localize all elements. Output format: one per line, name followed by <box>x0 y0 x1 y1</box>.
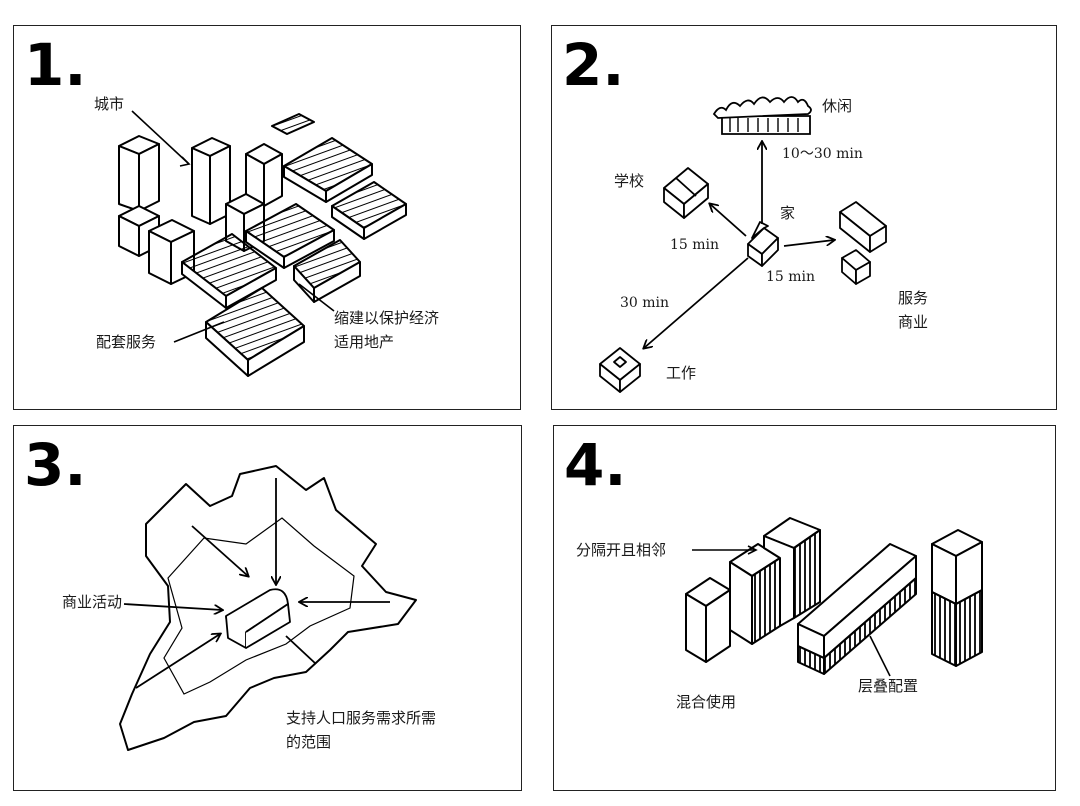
catchment-boundary <box>120 466 416 750</box>
label-leisure: 休闲 <box>822 97 853 115</box>
infill-top-right <box>272 114 372 202</box>
panel-4-sketch <box>554 426 1057 792</box>
label-separated-adjacent: 分隔开且相邻 <box>576 541 667 559</box>
leader-city <box>132 111 189 164</box>
label-work: 工作 <box>666 364 697 382</box>
label-service-line2: 商业 <box>898 313 929 331</box>
panel-1-number: 1. <box>24 31 87 99</box>
panel-1-sketch <box>14 26 522 411</box>
label-service-time: 15 min <box>766 269 816 285</box>
panel-4-number: 4. <box>564 431 627 499</box>
label-infill-line1: 缩建以保护经济 <box>334 309 440 327</box>
arrow-from-west <box>124 604 222 610</box>
stacked-slab <box>798 544 916 674</box>
stacked-tower <box>932 530 982 666</box>
tree-row-icon <box>714 97 811 134</box>
leader-range <box>286 636 316 664</box>
arrow-to-work <box>644 258 748 348</box>
label-infill-line2: 适用地产 <box>334 333 395 351</box>
mixed-block-left <box>686 578 730 662</box>
label-school: 学校 <box>614 172 645 190</box>
office-icon <box>600 348 640 392</box>
panel-2-home-radius: 2. <box>551 25 1057 410</box>
label-commercial-activity: 商业活动 <box>62 593 123 611</box>
label-mixed-use: 混合使用 <box>676 693 737 711</box>
arrow-to-services <box>784 240 834 246</box>
label-range-line2: 的范围 <box>286 733 332 751</box>
arrow-from-northwest <box>192 526 248 576</box>
house-icon <box>748 222 778 266</box>
adjacent-blocks <box>730 518 820 644</box>
leader-stacked <box>870 636 890 676</box>
arrow-to-school <box>710 204 746 236</box>
panel-4-mixed-use: 4. <box>553 425 1056 791</box>
tower-left <box>119 136 159 211</box>
label-leisure-time: 10～30 min <box>782 146 863 162</box>
panel-3-sketch <box>14 426 523 792</box>
label-home: 家 <box>780 204 796 222</box>
label-service-line1: 服务 <box>898 289 929 307</box>
label-school-time: 15 min <box>670 237 720 253</box>
arrow-from-southwest <box>136 634 220 688</box>
label-stacked: 层叠配置 <box>858 677 919 695</box>
shop-buildings-icon <box>840 202 886 284</box>
label-city: 城市 <box>94 95 125 113</box>
label-support-services: 配套服务 <box>96 333 157 351</box>
panel-2-number: 2. <box>562 31 625 99</box>
school-building-icon <box>664 168 708 218</box>
panel-2-sketch <box>552 26 1058 411</box>
label-range-line1: 支持人口服务需求所需 <box>286 709 437 727</box>
leader-infill <box>299 284 334 311</box>
label-work-time: 30 min <box>620 295 670 311</box>
panel-3-number: 3. <box>24 431 87 499</box>
panel-1-city-infill: 1. <box>13 25 521 410</box>
leader-services <box>174 322 224 342</box>
panel-3-catchment: 3. 商业活动 支持人口服务需求所需 的范围 <box>13 425 522 791</box>
commercial-building <box>226 589 290 648</box>
tower-middle <box>192 138 230 224</box>
